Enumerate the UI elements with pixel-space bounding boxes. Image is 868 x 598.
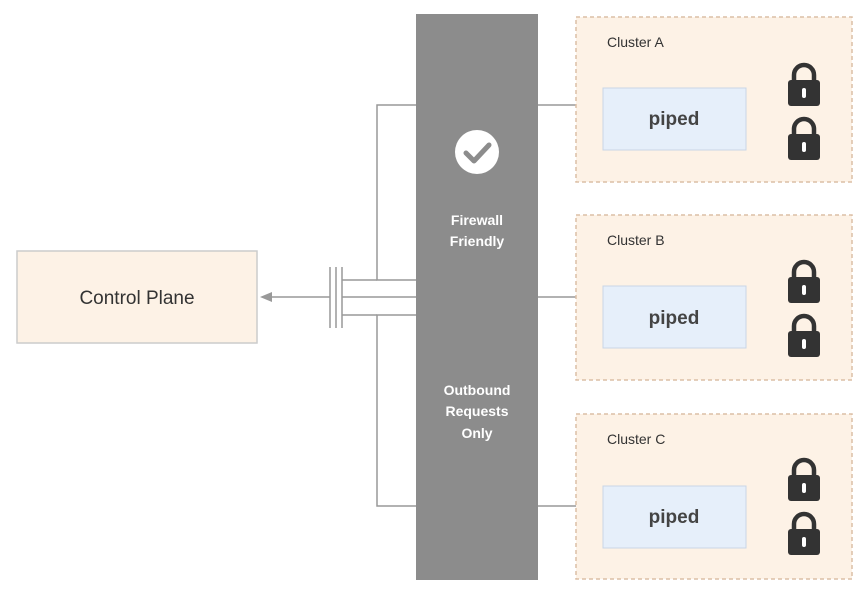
cluster-name: Cluster C (607, 431, 665, 447)
control-plane-box (16, 250, 258, 344)
piped-label: piped (649, 109, 700, 130)
cluster-connectors (538, 104, 576, 507)
piped-label: piped (649, 507, 700, 528)
outbound-label-line-3: Only (461, 425, 492, 441)
lock-icon (788, 313, 820, 357)
lock-icon (788, 259, 820, 303)
piped-box (602, 87, 747, 151)
lock-icon (788, 511, 820, 555)
firewall-label-line-1: Firewall (451, 212, 503, 228)
arrow-head-icon (260, 292, 272, 302)
outbound-paths (268, 104, 416, 507)
check-circle-icon (455, 130, 499, 174)
cluster-a: Cluster A piped (575, 16, 853, 183)
firewall: Firewall Friendly Outbound Requests Only (416, 14, 538, 580)
cluster-b: Cluster B piped (575, 214, 853, 381)
cluster-c: Cluster C piped (575, 413, 853, 580)
piped-box (602, 285, 747, 349)
path-from-cluster-c (376, 314, 416, 507)
cluster-name: Cluster B (607, 232, 665, 248)
piped-box (602, 485, 747, 549)
firewall-label-line-2: Friendly (450, 233, 505, 249)
path-from-cluster-a (376, 104, 416, 281)
outbound-label-line-1: Outbound (444, 382, 511, 398)
outbound-label-line-2: Requests (445, 403, 508, 419)
piped-label: piped (649, 308, 700, 329)
cluster-name: Cluster A (607, 34, 664, 50)
control-plane: Control Plane (16, 250, 258, 344)
lock-icon (788, 116, 820, 160)
control-plane-label: Control Plane (79, 288, 194, 309)
firewall-bar (416, 14, 538, 580)
lock-icon (788, 62, 820, 106)
lock-icon (788, 457, 820, 501)
